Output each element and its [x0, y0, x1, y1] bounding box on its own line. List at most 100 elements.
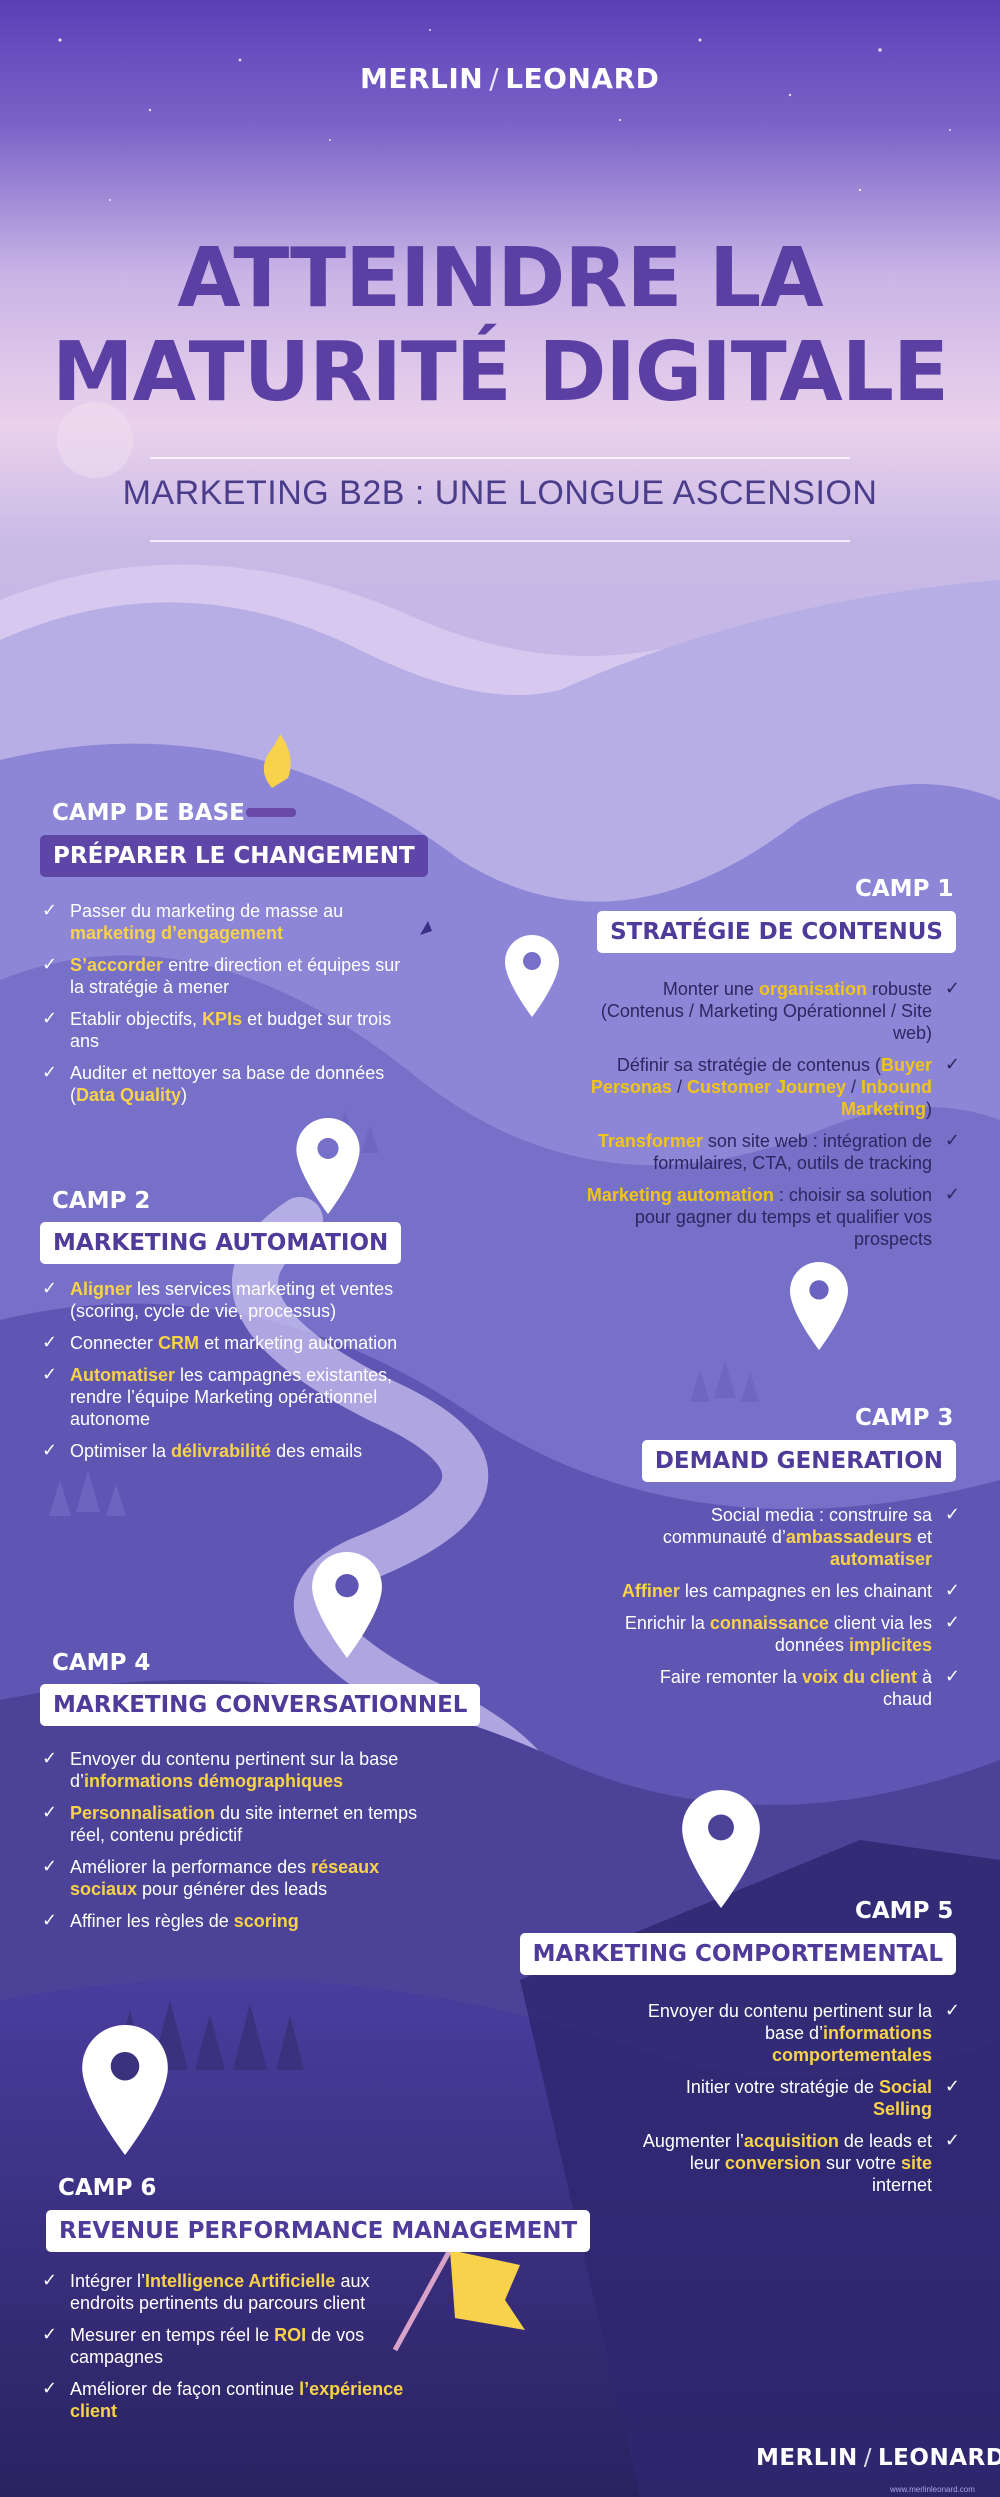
- highlight-text: organisation: [758, 979, 867, 999]
- item-text: robuste (Contenus / Marketing Opérationn…: [600, 979, 932, 1043]
- brand-logo-bottom: MERLIN/LEONARD: [756, 2445, 1000, 2471]
- item-text: sur votre: [820, 2153, 901, 2173]
- camp-5-list: Envoyer du contenu pertinent sur la base…: [640, 2000, 960, 2206]
- list-item: Augmenter l’acquisition de leads et leur…: [640, 2130, 960, 2196]
- brand-name-left: MERLIN: [360, 62, 484, 95]
- list-item: Mesurer en temps réel le ROI de vos camp…: [42, 2324, 432, 2368]
- subtitle-rule-top: [150, 457, 850, 459]
- brand-slash: /: [863, 2445, 873, 2471]
- list-item: S’accorder entre direction et équipes su…: [42, 954, 402, 998]
- item-text: de leads et leur: [689, 2131, 932, 2173]
- highlight-text: Social Selling: [872, 2077, 932, 2119]
- list-item: Etablir objectifs, KPIs et budget sur tr…: [42, 1008, 402, 1052]
- highlight-text: KPIs: [202, 1009, 243, 1029]
- highlight-text: Automatiser: [70, 1365, 176, 1385]
- item-text: ): [926, 1099, 932, 1119]
- list-item: Connecter CRM et marketing automation: [42, 1332, 422, 1354]
- item-text: Connecter: [70, 1333, 159, 1353]
- item-text: Auditer et nettoyer sa base de données (: [70, 1063, 385, 1105]
- camp-3-label: CAMP 3: [855, 1405, 954, 1431]
- highlight-text: Aligner: [70, 1279, 133, 1299]
- list-item: Intégrer l’Intelligence Artificielle aux…: [42, 2270, 432, 2314]
- highlight-text: Personnalisation: [70, 1803, 216, 1823]
- list-item: Personnalisation du site internet en tem…: [42, 1802, 422, 1846]
- highlight-text: réseaux sociaux: [70, 1857, 380, 1899]
- highlight-text: informations démographiques: [84, 1771, 344, 1791]
- camp-3-list: Social media : construire sa communauté …: [610, 1504, 960, 1720]
- item-text: : choisir sa solution pour gagner du tem…: [634, 1185, 932, 1249]
- item-text: Enrichir la: [624, 1613, 710, 1633]
- item-text: client via les données: [774, 1613, 932, 1655]
- highlight-text: Data Quality: [76, 1085, 182, 1105]
- campfire-illustration: [246, 734, 296, 817]
- highlight-text: S’accorder: [70, 955, 164, 975]
- camp-1-label: CAMP 1: [855, 876, 954, 902]
- item-text: les campagnes en les chainant: [679, 1581, 932, 1601]
- location-pin-icon: [682, 1790, 760, 1908]
- title-line-2: MATURITÉ DIGITALE: [51, 325, 949, 420]
- brand-name-right: LEONARD: [878, 2445, 1000, 2471]
- list-item: Passer du marketing de masse au marketin…: [42, 900, 402, 944]
- site-credit: www.merlinleonard.com: [890, 2485, 975, 2494]
- item-text: ): [181, 1085, 188, 1105]
- camp-base-label: CAMP DE BASE: [52, 800, 245, 826]
- highlight-text: ambassadeurs: [785, 1527, 912, 1547]
- camp-2-list: Aligner les services marketing et ventes…: [42, 1278, 422, 1472]
- highlight-text: voix du client: [801, 1667, 917, 1687]
- camp-1-title: STRATÉGIE DE CONTENUS: [597, 911, 956, 953]
- item-text: Initier votre stratégie de: [685, 2077, 879, 2097]
- item-text: Envoyer du contenu pertinent sur la base…: [647, 2001, 932, 2043]
- page-subtitle: MARKETING B2B : UNE LONGUE ASCENSION: [122, 474, 878, 512]
- list-item: Initier votre stratégie de Social Sellin…: [640, 2076, 960, 2120]
- item-text: Améliorer de façon continue: [70, 2379, 300, 2399]
- brand-slash: /: [489, 62, 500, 95]
- item-text: Etablir objectifs,: [70, 1009, 203, 1029]
- item-text: entre direction et équipes sur la straté…: [70, 955, 401, 997]
- list-item: Enrichir la connaissance client via les …: [610, 1612, 960, 1656]
- highlight-text: Transformer: [597, 1131, 703, 1151]
- highlight-text: site: [900, 2153, 932, 2173]
- item-text: Faire remonter la: [659, 1667, 802, 1687]
- list-item: Transformer son site web : intégration d…: [585, 1130, 960, 1174]
- title-line-1: ATTEINDRE LA: [177, 231, 823, 326]
- item-text: du site internet en temps réel, contenu …: [70, 1803, 418, 1845]
- brand-name-right: LEONARD: [505, 62, 660, 95]
- page-title: ATTEINDRE LA MATURITÉ DIGITALE: [0, 232, 1000, 420]
- location-pin-icon: [296, 1118, 360, 1214]
- highlight-text: Intelligence Artificielle: [145, 2271, 336, 2291]
- highlight-text: ROI: [274, 2325, 307, 2345]
- brand-logo-top: MERLIN/LEONARD: [360, 62, 659, 95]
- location-pin-icon: [82, 2025, 168, 2155]
- highlight-text: Buyer Personas: [590, 1055, 932, 1097]
- camp-6-label: CAMP 6: [58, 2175, 157, 2201]
- highlight-text: Inbound Marketing: [840, 1077, 932, 1119]
- item-text: Monter une: [662, 979, 759, 999]
- highlight-text: acquisition: [743, 2131, 839, 2151]
- highlight-text: connaissance: [709, 1613, 829, 1633]
- item-text: internet: [871, 2175, 932, 2195]
- camp-base-title: PRÉPARER LE CHANGEMENT: [40, 835, 428, 877]
- item-text: Affiner les règles de: [70, 1911, 234, 1931]
- item-text: Mesurer en temps réel le: [70, 2325, 275, 2345]
- highlight-text: Affiner: [621, 1581, 680, 1601]
- camp-4-list: Envoyer du contenu pertinent sur la base…: [42, 1748, 422, 1942]
- item-text: les services marketing et ventes (scorin…: [70, 1279, 394, 1321]
- list-item: Social media : construire sa communauté …: [610, 1504, 960, 1570]
- highlight-text: conversion: [724, 2153, 821, 2173]
- highlight-text: Customer Journey: [686, 1077, 846, 1097]
- item-text: Intégrer l’: [70, 2271, 146, 2291]
- camp-6-list: Intégrer l’Intelligence Artificielle aux…: [42, 2270, 432, 2432]
- list-item: Envoyer du contenu pertinent sur la base…: [42, 1748, 422, 1792]
- highlight-text: marketing d’engagement: [70, 923, 284, 943]
- item-text: et marketing automation: [199, 1333, 398, 1353]
- item-text: aux endroits pertinents du parcours clie…: [70, 2271, 370, 2313]
- highlight-text: scoring: [233, 1911, 299, 1931]
- subtitle-rule-bottom: [150, 540, 850, 542]
- location-pin-icon: [790, 1262, 848, 1350]
- list-item: Marketing automation : choisir sa soluti…: [585, 1184, 960, 1250]
- item-text: pour générer des leads: [137, 1879, 328, 1899]
- item-text: Définir sa stratégie de contenus (: [616, 1055, 881, 1075]
- camp-4-label: CAMP 4: [52, 1650, 151, 1676]
- list-item: Envoyer du contenu pertinent sur la base…: [640, 2000, 960, 2066]
- item-text: Optimiser la: [70, 1441, 172, 1461]
